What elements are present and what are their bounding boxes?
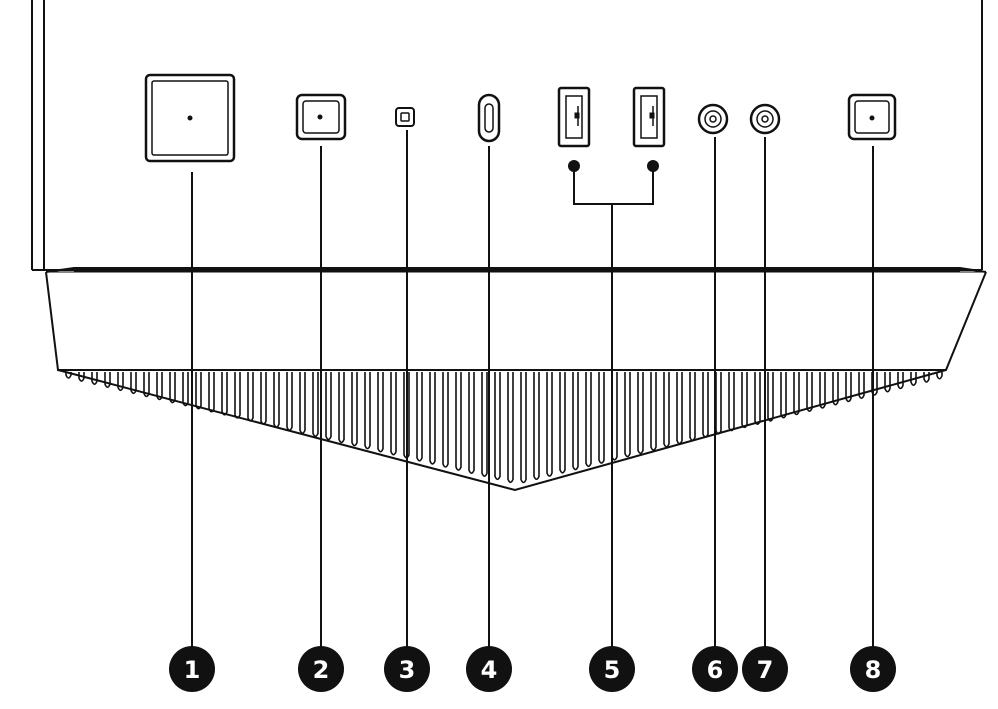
vent-fin bbox=[286, 372, 293, 431]
vent-fin bbox=[507, 372, 514, 484]
led-button[interactable] bbox=[847, 93, 897, 141]
vent-fin bbox=[260, 372, 267, 425]
vent-fin bbox=[494, 372, 501, 481]
vent-fin bbox=[234, 372, 241, 419]
vent-fin bbox=[221, 372, 228, 416]
vent-fin bbox=[559, 372, 566, 474]
vent-fin bbox=[624, 372, 631, 458]
vent-fin bbox=[247, 372, 254, 422]
vent-fin bbox=[767, 372, 774, 422]
status-led bbox=[395, 107, 415, 127]
callout-8: 8 bbox=[850, 646, 896, 692]
vent-fin bbox=[78, 372, 85, 382]
vent-fin bbox=[325, 372, 332, 441]
vent-fin bbox=[104, 372, 111, 388]
usb-c-port[interactable] bbox=[477, 93, 501, 143]
vent-fin bbox=[91, 372, 98, 385]
vent-fin bbox=[442, 372, 449, 468]
vent-fin bbox=[416, 372, 423, 462]
callout-4: 4 bbox=[466, 646, 512, 692]
callout-5-label: 5 bbox=[604, 656, 621, 684]
vent-fin bbox=[65, 372, 72, 379]
callout-7: 7 bbox=[742, 646, 788, 692]
callout-5: 5 bbox=[589, 646, 635, 692]
vent-fin bbox=[689, 372, 696, 442]
power-button[interactable] bbox=[144, 73, 236, 163]
audio-jack-7[interactable] bbox=[749, 103, 781, 135]
vent-fin bbox=[793, 372, 800, 416]
leader-dot-5-right bbox=[647, 160, 659, 172]
callout-3-label: 3 bbox=[399, 656, 416, 684]
case-top-body bbox=[31, 0, 983, 271]
callout-4-label: 4 bbox=[481, 656, 498, 684]
vent-fin bbox=[650, 372, 657, 451]
callout-6-label: 6 bbox=[707, 656, 724, 684]
vent-fin bbox=[754, 372, 761, 425]
usb-a-port-left[interactable] bbox=[557, 86, 591, 148]
vent-fin bbox=[429, 372, 436, 465]
vent-fin bbox=[481, 372, 488, 477]
vent-fin bbox=[351, 372, 358, 447]
leader-lines bbox=[191, 130, 874, 648]
vent-fin bbox=[572, 372, 579, 471]
vent-outline bbox=[57, 369, 947, 492]
callout-1: 1 bbox=[169, 646, 215, 692]
vent-fin bbox=[390, 372, 397, 456]
vent-fin bbox=[195, 372, 202, 410]
callout-7-label: 7 bbox=[757, 656, 774, 684]
vent-fin bbox=[338, 372, 345, 444]
vent-fin bbox=[182, 372, 189, 407]
vent-fin bbox=[273, 372, 280, 428]
callout-8-label: 8 bbox=[865, 656, 882, 684]
vent-fin bbox=[741, 372, 748, 429]
bezel bbox=[45, 267, 987, 371]
callout-2-label: 2 bbox=[313, 656, 330, 684]
vent-fin bbox=[676, 372, 683, 445]
vent-fin bbox=[923, 372, 930, 383]
vent-fin bbox=[897, 372, 904, 390]
vent-fin bbox=[910, 372, 917, 386]
vent-fin bbox=[728, 372, 735, 432]
vent-fin bbox=[806, 372, 813, 412]
vent-fin bbox=[585, 372, 592, 468]
vent-fin bbox=[533, 372, 540, 481]
ventilation-fins bbox=[65, 372, 943, 484]
callout-1-label: 1 bbox=[184, 656, 201, 684]
vent-fin bbox=[546, 372, 553, 477]
vent-fin bbox=[364, 372, 371, 450]
vent-fin bbox=[468, 372, 475, 474]
leader-dot-5-left bbox=[568, 160, 580, 172]
vent-fin bbox=[702, 372, 709, 438]
vent-fin bbox=[637, 372, 644, 455]
leader-line-5-bracket bbox=[573, 166, 654, 205]
vent-fin bbox=[598, 372, 605, 464]
vent-fin bbox=[780, 372, 787, 419]
leader-dots bbox=[568, 160, 659, 172]
vent-fin bbox=[208, 372, 215, 413]
vent-fin bbox=[520, 372, 527, 484]
callout-2: 2 bbox=[298, 646, 344, 692]
usb-a-port-right[interactable] bbox=[632, 86, 666, 148]
vent-fin bbox=[455, 372, 462, 471]
vent-fin bbox=[715, 372, 722, 435]
vent-fin bbox=[169, 372, 176, 404]
audio-jack-6[interactable] bbox=[697, 103, 729, 135]
vent-fin bbox=[819, 372, 826, 409]
vent-fin bbox=[377, 372, 384, 453]
vent-fin bbox=[663, 372, 670, 448]
callout-6: 6 bbox=[692, 646, 738, 692]
reset-button[interactable] bbox=[295, 93, 347, 141]
vent-fin bbox=[312, 372, 319, 438]
vent-fin bbox=[936, 372, 943, 380]
vent-fin bbox=[299, 372, 306, 435]
callout-3: 3 bbox=[384, 646, 430, 692]
vent-fin bbox=[884, 372, 891, 393]
